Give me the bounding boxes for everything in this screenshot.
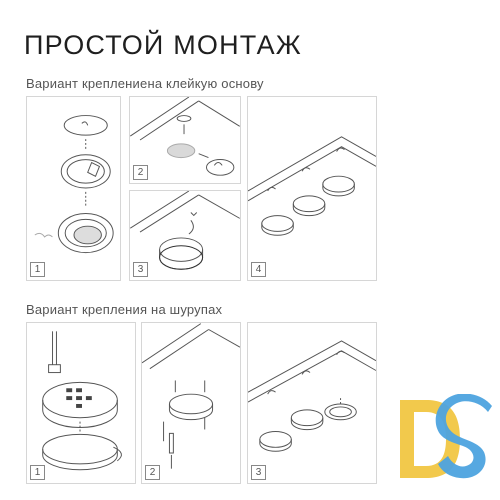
screws-section-heading: Вариант крепления на шурупах bbox=[26, 302, 223, 317]
adhesive-section-heading: Вариант креплениена клейкую основу bbox=[26, 76, 264, 91]
screws-step-2-panel: 2 bbox=[141, 322, 241, 484]
step-number: 2 bbox=[133, 165, 148, 180]
adhesive-step-2-panel: 2 bbox=[129, 96, 241, 184]
adhesive-step-4-panel: 4 bbox=[247, 96, 377, 281]
step-number: 3 bbox=[251, 465, 266, 480]
adhesive-step-4-illustration bbox=[248, 136, 376, 236]
adhesive-step-1-panel: 1 bbox=[26, 96, 121, 281]
step-number: 2 bbox=[145, 465, 160, 480]
step-number: 1 bbox=[30, 262, 45, 277]
step-number: 3 bbox=[133, 262, 148, 277]
screws-step-2-illustration bbox=[142, 323, 240, 469]
page-title: ПРОСТОЙ МОНТАЖ bbox=[24, 30, 302, 60]
screws-step-1-panel: 1 bbox=[26, 322, 136, 484]
step-number: 4 bbox=[251, 262, 266, 277]
screws-step-1-illustration bbox=[42, 331, 122, 471]
screws-step-3-illustration bbox=[248, 340, 376, 452]
adhesive-step-3-illustration bbox=[130, 191, 240, 270]
adhesive-step-2-illustration bbox=[130, 97, 240, 176]
step-number: 1 bbox=[30, 465, 45, 480]
brand-logo bbox=[394, 393, 494, 484]
adhesive-step-1-illustration bbox=[34, 115, 114, 254]
screws-step-3-panel: 3 bbox=[247, 322, 377, 484]
adhesive-step-3-panel: 3 bbox=[129, 190, 241, 281]
